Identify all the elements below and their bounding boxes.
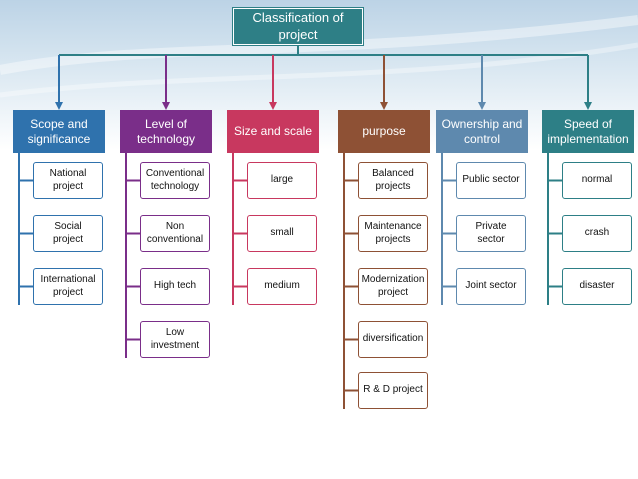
background-light-streaks: [0, 15, 638, 98]
leaf-node: Modernization project: [358, 268, 428, 305]
leaf-node: Non conventional: [140, 215, 210, 252]
leaf-node: crash: [562, 215, 632, 252]
leaf-node: Joint sector: [456, 268, 526, 305]
category-0: Scope and significance: [13, 110, 105, 153]
leaf-label: Private sector: [475, 221, 507, 245]
category-label: Scope and significance: [27, 116, 91, 146]
leaf-label: Public sector: [462, 174, 520, 186]
leaf-node: High tech: [140, 268, 210, 305]
leaf-label: Low investment: [150, 327, 200, 351]
leaf-label: Conventional technology: [145, 168, 205, 192]
category-label: Speed of implementation: [547, 116, 629, 146]
category-label: Level of technology: [136, 116, 196, 146]
leaf-label: diversification: [362, 333, 424, 345]
leaf-node: Private sector: [456, 215, 526, 252]
category-2: Size and scale: [227, 110, 319, 153]
leaf-node: Social project: [33, 215, 103, 252]
root-node: Classification of project: [233, 8, 363, 45]
leaf-label: crash: [584, 227, 610, 239]
drop-arrow-1: [162, 102, 170, 110]
leaf-label: Social project: [52, 221, 83, 245]
leaf-label: Joint sector: [465, 280, 517, 292]
leaf-node: Balanced projects: [358, 162, 428, 199]
leaf-label: Maintenance projects: [364, 221, 422, 245]
leaf-node: R & D project: [358, 372, 428, 409]
leaf-label: Balanced projects: [372, 168, 414, 192]
leaf-node: large: [247, 162, 317, 199]
leaf-node: National project: [33, 162, 103, 199]
leaf-node: Low investment: [140, 321, 210, 358]
leaf-label: High tech: [153, 280, 197, 292]
leaf-node: International project: [33, 268, 103, 305]
leaf-label: large: [270, 174, 294, 186]
category-1: Level of technology: [120, 110, 212, 153]
root-title: Classification of project: [252, 10, 344, 42]
category-4: Ownership and control: [436, 110, 528, 153]
leaf-label: disaster: [579, 280, 615, 292]
leaf-node: medium: [247, 268, 317, 305]
drop-arrow-4: [478, 102, 486, 110]
leaf-node: small: [247, 215, 317, 252]
leaf-node: Conventional technology: [140, 162, 210, 199]
category-3: purpose: [338, 110, 430, 153]
drop-arrow-5: [584, 102, 592, 110]
leaf-node: normal: [562, 162, 632, 199]
category-label: Size and scale: [233, 124, 313, 138]
leaf-node: disaster: [562, 268, 632, 305]
category-5: Speed of implementation: [542, 110, 634, 153]
leaf-node: Public sector: [456, 162, 526, 199]
leaf-label: Modernization project: [361, 274, 425, 298]
drop-arrow-2: [269, 102, 277, 110]
leaf-label: International project: [40, 274, 96, 298]
leaf-label: National project: [49, 168, 87, 192]
category-label: Ownership and control: [441, 116, 523, 146]
category-label: purpose: [362, 124, 406, 138]
leaf-label: small: [270, 227, 294, 239]
drop-arrow-3: [380, 102, 388, 110]
leaf-label: medium: [264, 280, 300, 292]
leaf-node: diversification: [358, 321, 428, 358]
leaf-label: R & D project: [363, 384, 423, 396]
leaf-node: Maintenance projects: [358, 215, 428, 252]
drop-arrow-0: [55, 102, 63, 110]
leaf-label: normal: [581, 174, 613, 186]
leaf-label: Non conventional: [146, 221, 204, 245]
